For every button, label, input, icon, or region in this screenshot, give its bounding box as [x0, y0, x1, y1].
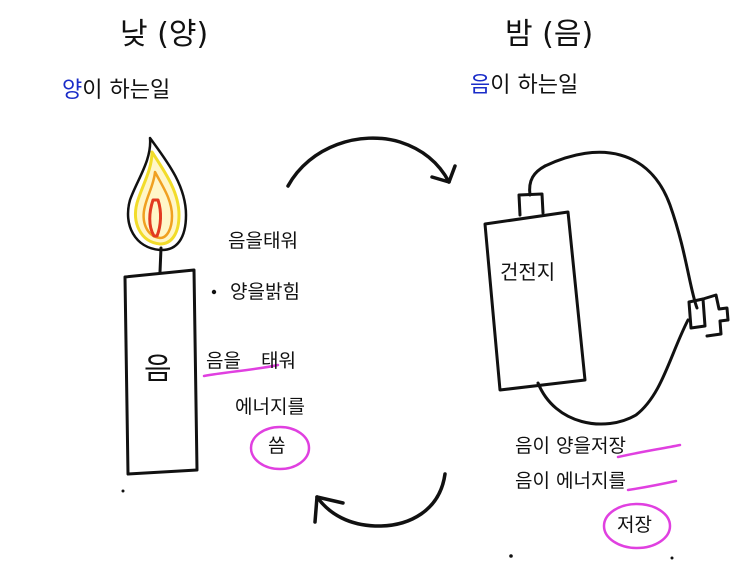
- bullet-dot: [211, 289, 217, 295]
- night-subtitle-rest: 이 하는일: [490, 73, 579, 98]
- night-note-2: 음이 에너지를: [515, 470, 626, 492]
- candle-flame-icon: [126, 136, 188, 252]
- arrow-night-to-day: [315, 472, 447, 528]
- battery: [483, 164, 587, 392]
- small-marks: [121, 289, 674, 560]
- flame-outer: [126, 136, 188, 252]
- stray-dot-3: [670, 556, 674, 560]
- underline-night-2: [626, 479, 678, 492]
- circle-night: [602, 502, 672, 550]
- day-note-4: 에너지를: [235, 396, 305, 418]
- stray-dot-2: [509, 554, 513, 558]
- wire-top: [543, 150, 699, 310]
- battery-body: [483, 210, 587, 392]
- night-note-1-underlined: 양을: [556, 435, 591, 457]
- bulb-base: [687, 297, 707, 330]
- circle-day: [249, 425, 311, 471]
- day-note-3-rest: 태워: [261, 350, 296, 372]
- candle-wick: [158, 246, 163, 274]
- day-note-3: 음을 태워: [206, 352, 296, 371]
- battery-terminal-post: [528, 164, 547, 197]
- night-note-1-b: 저장: [590, 435, 626, 457]
- night-title: 밤 (음): [505, 17, 594, 52]
- night-note-1: 음이 양을저장: [515, 437, 626, 456]
- arrow-day-to-night-head: [430, 164, 457, 184]
- stray-dot-1: [121, 489, 125, 493]
- day-title: 낮 (양): [120, 17, 209, 52]
- candle: [123, 246, 199, 476]
- day-note-3-underlined: 음을: [206, 350, 241, 372]
- cycle-arrows: [286, 136, 457, 528]
- circuit-wire: [536, 150, 699, 426]
- candle-label: 음: [144, 352, 172, 387]
- day-note-2: 양을밝힘: [230, 281, 300, 303]
- flame-yellow: [134, 150, 181, 246]
- night-subtitle-accent: 음: [470, 73, 491, 98]
- wire-bottom: [536, 318, 690, 426]
- candle-body: [123, 268, 199, 476]
- flame-orange: [142, 170, 174, 240]
- night-note-3: 저장: [617, 514, 652, 536]
- day-subtitle-rest: 이 하는일: [82, 78, 171, 103]
- bulb-glass: [701, 293, 730, 338]
- day-note-5: 씀: [268, 435, 286, 457]
- arrow-day-to-night: [286, 136, 451, 188]
- day-subtitle-accent: 양: [62, 78, 83, 103]
- night-subtitle: 음이 하는일: [470, 75, 578, 97]
- flame-red-core: [148, 198, 162, 238]
- bulb-icon: [687, 293, 730, 338]
- day-subtitle: 양이 하는일: [62, 80, 170, 102]
- underline-day: [202, 363, 280, 378]
- battery-label: 건전지: [500, 260, 556, 284]
- highlights: [202, 363, 682, 550]
- day-note-1: 음을태워: [228, 230, 298, 252]
- battery-terminal: [517, 192, 545, 217]
- underline-night-1: [616, 443, 682, 459]
- night-note-1-a: 음이: [515, 435, 556, 457]
- arrow-night-to-day-head: [313, 495, 345, 524]
